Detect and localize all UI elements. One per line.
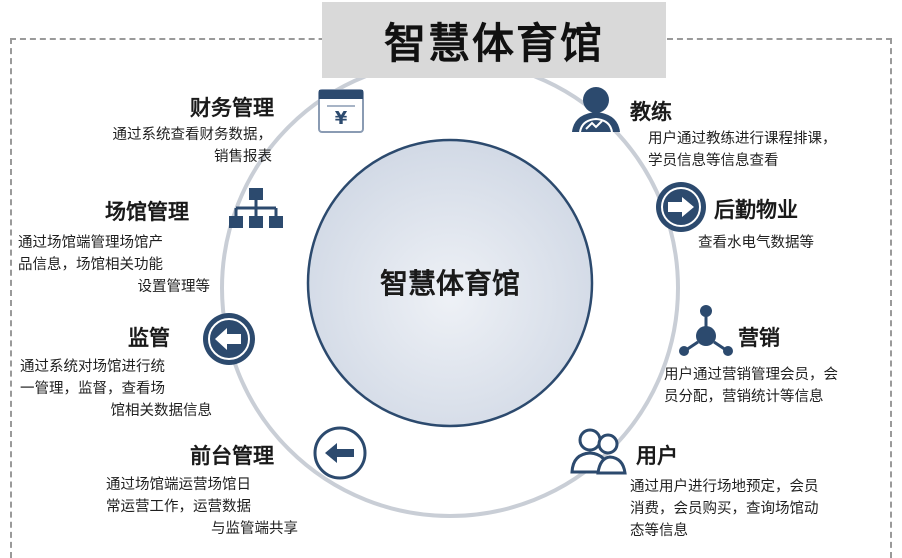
venue-desc-line: 通过场馆端管理场馆产: [18, 235, 163, 251]
coach-title: 教练: [630, 100, 672, 124]
monitor-desc-line: 馆相关数据信息: [110, 403, 213, 419]
front-desc-line: 通过场馆端运营场馆日: [106, 477, 251, 493]
coach-desc-line: 用户通过教练进行课程排课，: [648, 131, 837, 147]
title-banner: 智慧体育馆: [322, 2, 666, 78]
users-icon: [570, 428, 627, 475]
coach-desc-line: 学员信息等信息查看: [648, 153, 779, 169]
arrow-left-icon: [203, 313, 255, 365]
finance-desc-line: 销售报表: [214, 149, 272, 165]
marketing-desc-line: 用户通过营销管理会员，会: [664, 367, 838, 383]
logistics-title: 后勤物业: [714, 198, 798, 222]
front-title: 前台管理: [190, 444, 274, 468]
coach-desc: 用户通过教练进行课程排课， 学员信息等信息查看: [648, 128, 888, 172]
user-desc-line: 通过用户进行场地预定，会员: [630, 479, 819, 495]
monitor-title: 监管: [128, 326, 170, 350]
network-node-icon: [679, 305, 733, 356]
monitor-desc-line: 通过系统对场馆进行统: [20, 359, 165, 375]
logistics-desc: 查看水电气数据等: [698, 232, 888, 254]
coach-icon: [572, 87, 620, 133]
arrow-right-icon: [656, 182, 706, 232]
finance-icon: ¥: [318, 89, 364, 133]
user-title: 用户: [636, 444, 678, 468]
diagram-graphics: [220, 58, 680, 518]
finance-title: 财务管理: [190, 96, 274, 120]
front-desc: 通过场馆端运营场馆日 常运营工作，运营数据 与监管端共享: [106, 474, 298, 540]
svg-text:¥: ¥: [335, 108, 348, 129]
monitor-desc: 通过系统对场馆进行统 一管理，监督，查看场 馆相关数据信息: [20, 356, 212, 422]
center-circle: [306, 138, 594, 428]
user-desc-line: 消费，会员购买，查询场馆动: [630, 501, 819, 517]
finance-desc: 通过系统查看财务数据， 销售报表: [12, 124, 273, 168]
venue-desc: 通过场馆端管理场馆产 品信息，场馆相关功能 设置管理等: [18, 232, 210, 298]
user-desc-line: 态等信息: [630, 523, 688, 539]
venue-title: 场馆管理: [105, 200, 189, 224]
marketing-desc: 用户通过营销管理会员，会 员分配，营销统计等信息: [664, 364, 894, 408]
center-label: 智慧体育馆: [379, 267, 520, 300]
user-desc: 通过用户进行场地预定，会员 消费，会员购买，查询场馆动 态等信息: [630, 476, 892, 542]
marketing-desc-line: 员分配，营销统计等信息: [664, 389, 824, 405]
front-desc-line: 常运营工作，运营数据: [106, 499, 251, 515]
venue-desc-line: 品信息，场馆相关功能: [18, 257, 163, 273]
monitor-desc-line: 一管理，监督，查看场: [20, 381, 165, 397]
org-chart-icon: [229, 188, 283, 228]
front-desc-line: 与监管端共享: [211, 521, 298, 537]
page-title: 智慧体育馆: [383, 18, 604, 68]
venue-desc-line: 设置管理等: [137, 279, 211, 295]
marketing-title: 营销: [738, 326, 780, 350]
arrow-left-outline-icon: [313, 426, 367, 480]
finance-desc-line: 通过系统查看财务数据，: [112, 127, 273, 143]
logistics-desc-line: 查看水电气数据等: [698, 235, 814, 251]
